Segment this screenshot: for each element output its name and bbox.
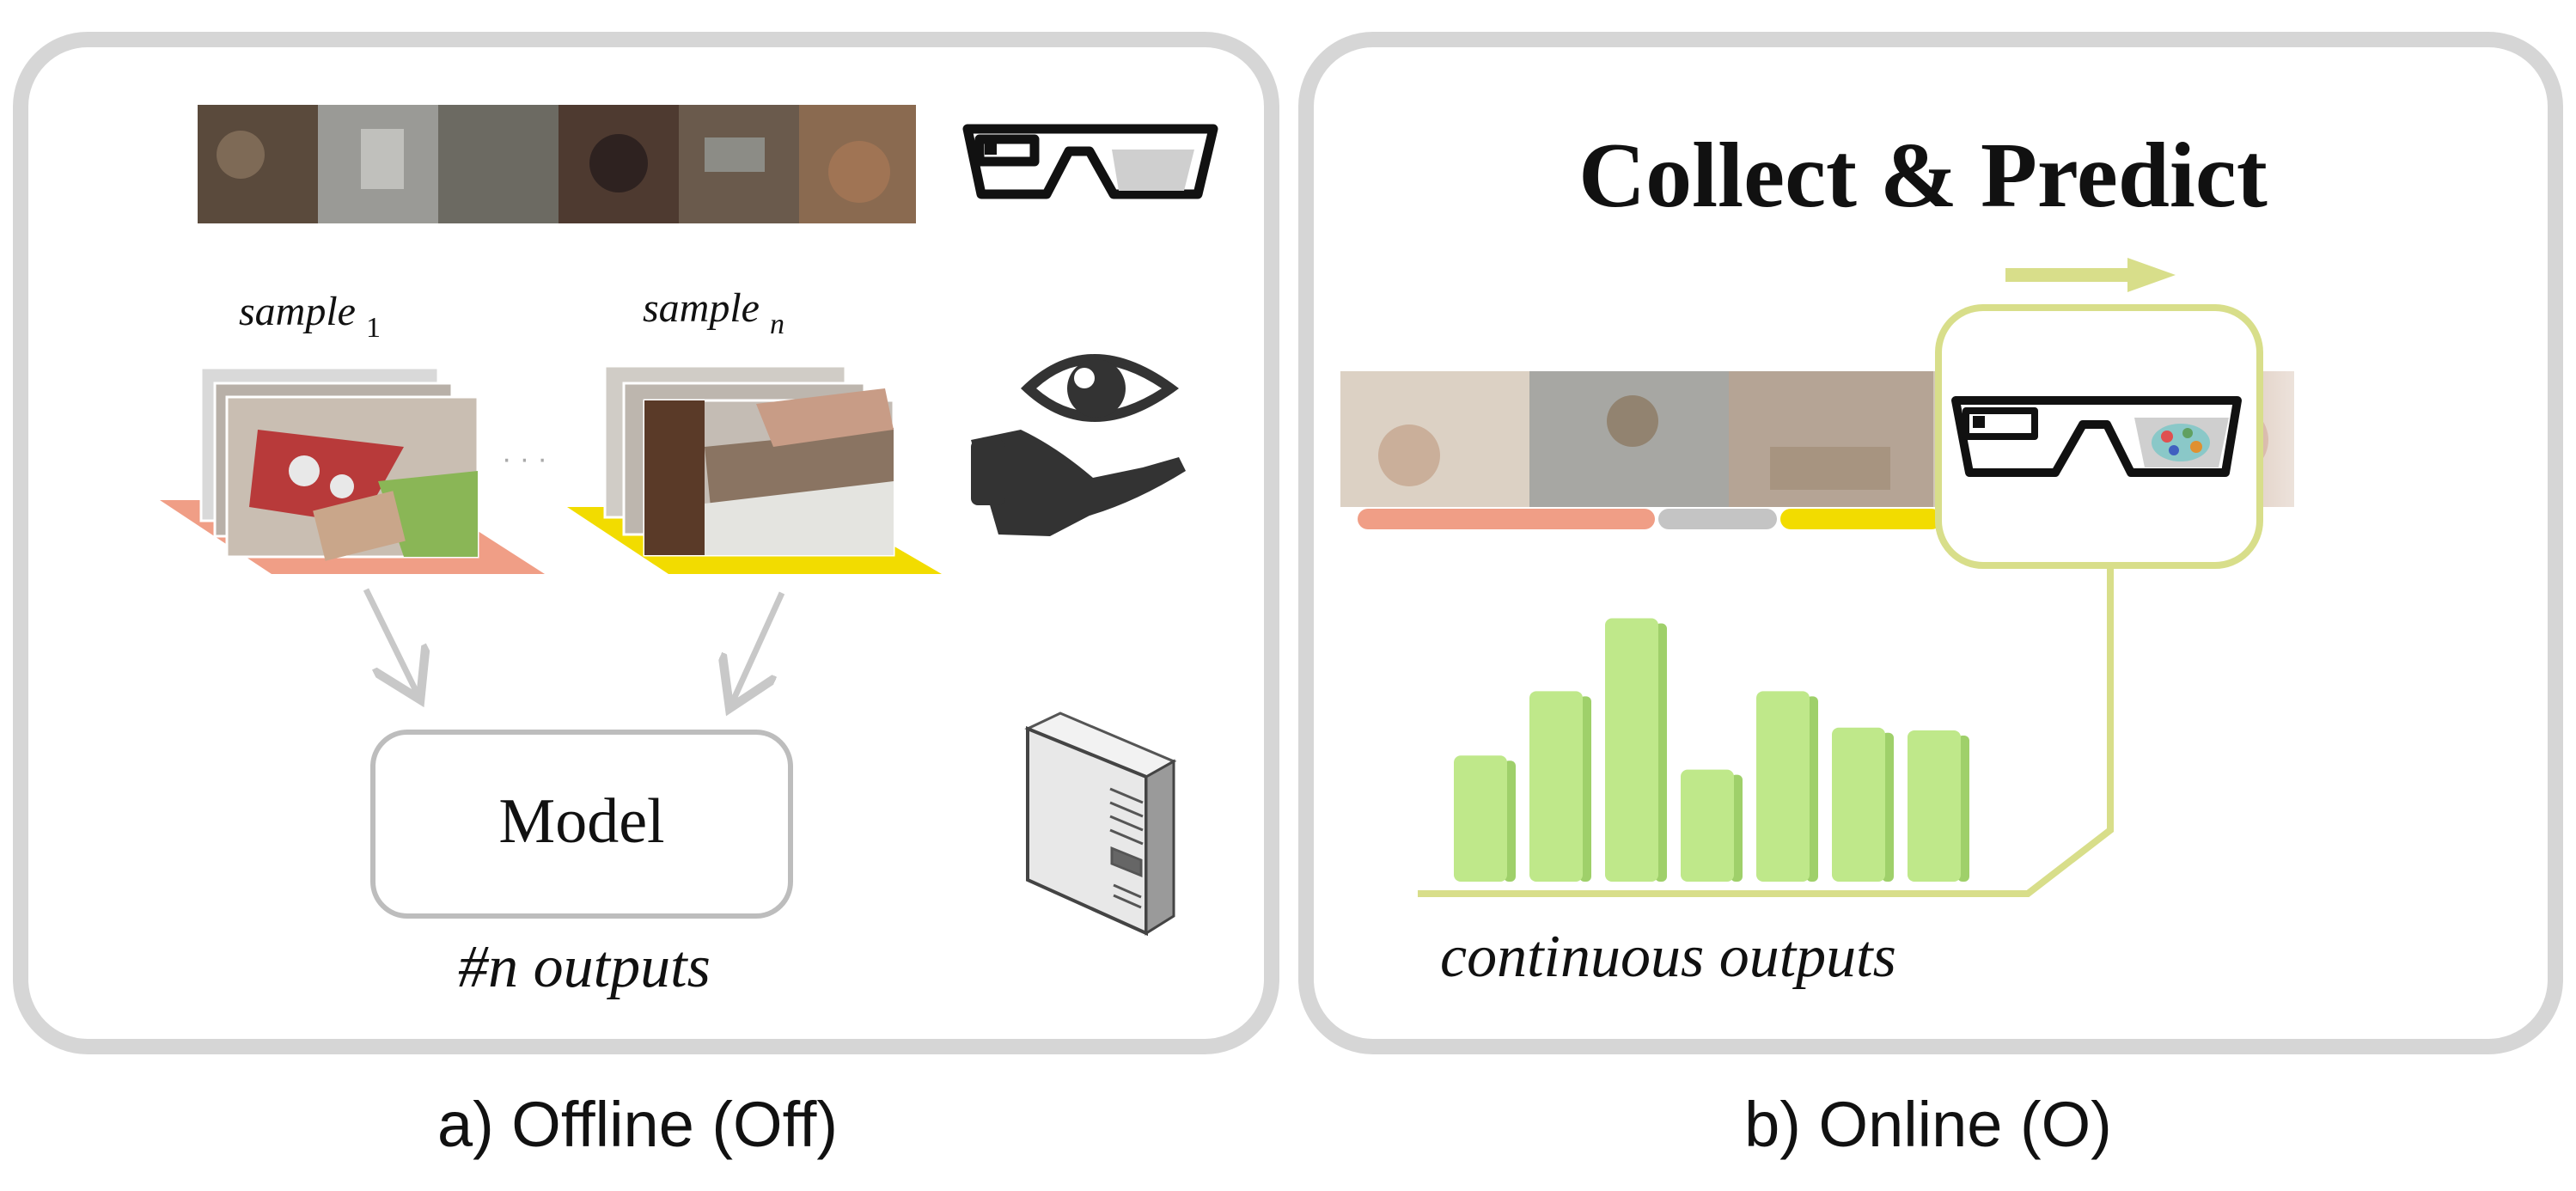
output-bar <box>1832 727 1894 882</box>
current-frame-glasses-box <box>1935 304 2263 569</box>
output-bar <box>1454 755 1516 882</box>
samples-ellipsis: · · · <box>502 443 547 475</box>
offline-caption: a) Offline (Off) <box>437 1089 838 1160</box>
sample-last-clip-stack <box>567 364 942 574</box>
prediction-connector-line <box>1418 569 2114 897</box>
output-bar <box>1529 691 1591 882</box>
offline-video-strip <box>198 105 916 223</box>
online-caption: b) Online (O) <box>1744 1089 2112 1160</box>
smart-glasses-icon <box>962 124 1218 199</box>
output-bar-face <box>1681 769 1734 882</box>
sample-first-label-text: sample <box>239 289 356 334</box>
online-title: Collect & Predict <box>1578 125 2268 227</box>
output-bar <box>1605 618 1667 882</box>
sample-first-label: sample 1 <box>239 289 381 344</box>
arrow-sample-last-to-model <box>732 591 785 703</box>
output-bar <box>1756 691 1818 882</box>
output-bar-face <box>1454 755 1507 882</box>
segment-gray <box>1658 509 1777 529</box>
segment-yellow <box>1780 509 1942 529</box>
model-label: Model <box>498 786 664 857</box>
eye-in-hand-icon <box>971 354 1186 536</box>
online-outputs-label: continuous outputs <box>1440 924 1896 990</box>
output-bar-face <box>1832 727 1885 882</box>
sample-first-subscript: 1 <box>366 312 381 344</box>
sample-last-subscript: n <box>770 308 784 340</box>
output-bar-face <box>1756 691 1810 882</box>
output-bar <box>1908 730 1969 882</box>
sample-first-clip-stack <box>160 366 545 574</box>
segment-salmon <box>1358 509 1655 529</box>
arrow-sample-first-to-model <box>363 588 418 694</box>
output-bar-face <box>1529 691 1583 882</box>
smart-glasses-with-brain-icon <box>1951 396 2242 477</box>
online-panel: Collect & Predict <box>1298 32 2563 1054</box>
server-tower-icon <box>1024 712 1177 937</box>
sample-last-label: sample n <box>643 285 784 340</box>
offline-outputs-label: #n outputs <box>458 934 711 1000</box>
model-box <box>370 730 793 919</box>
offline-panel: sample 1 sample n · · · <box>13 32 1279 1054</box>
time-direction-arrow <box>2005 258 2176 292</box>
output-bar <box>1681 769 1743 882</box>
continuous-output-bars <box>1454 618 1969 882</box>
sample-last-label-text: sample <box>643 285 760 331</box>
output-bar-face <box>1605 618 1658 882</box>
output-bar-face <box>1908 730 1961 882</box>
